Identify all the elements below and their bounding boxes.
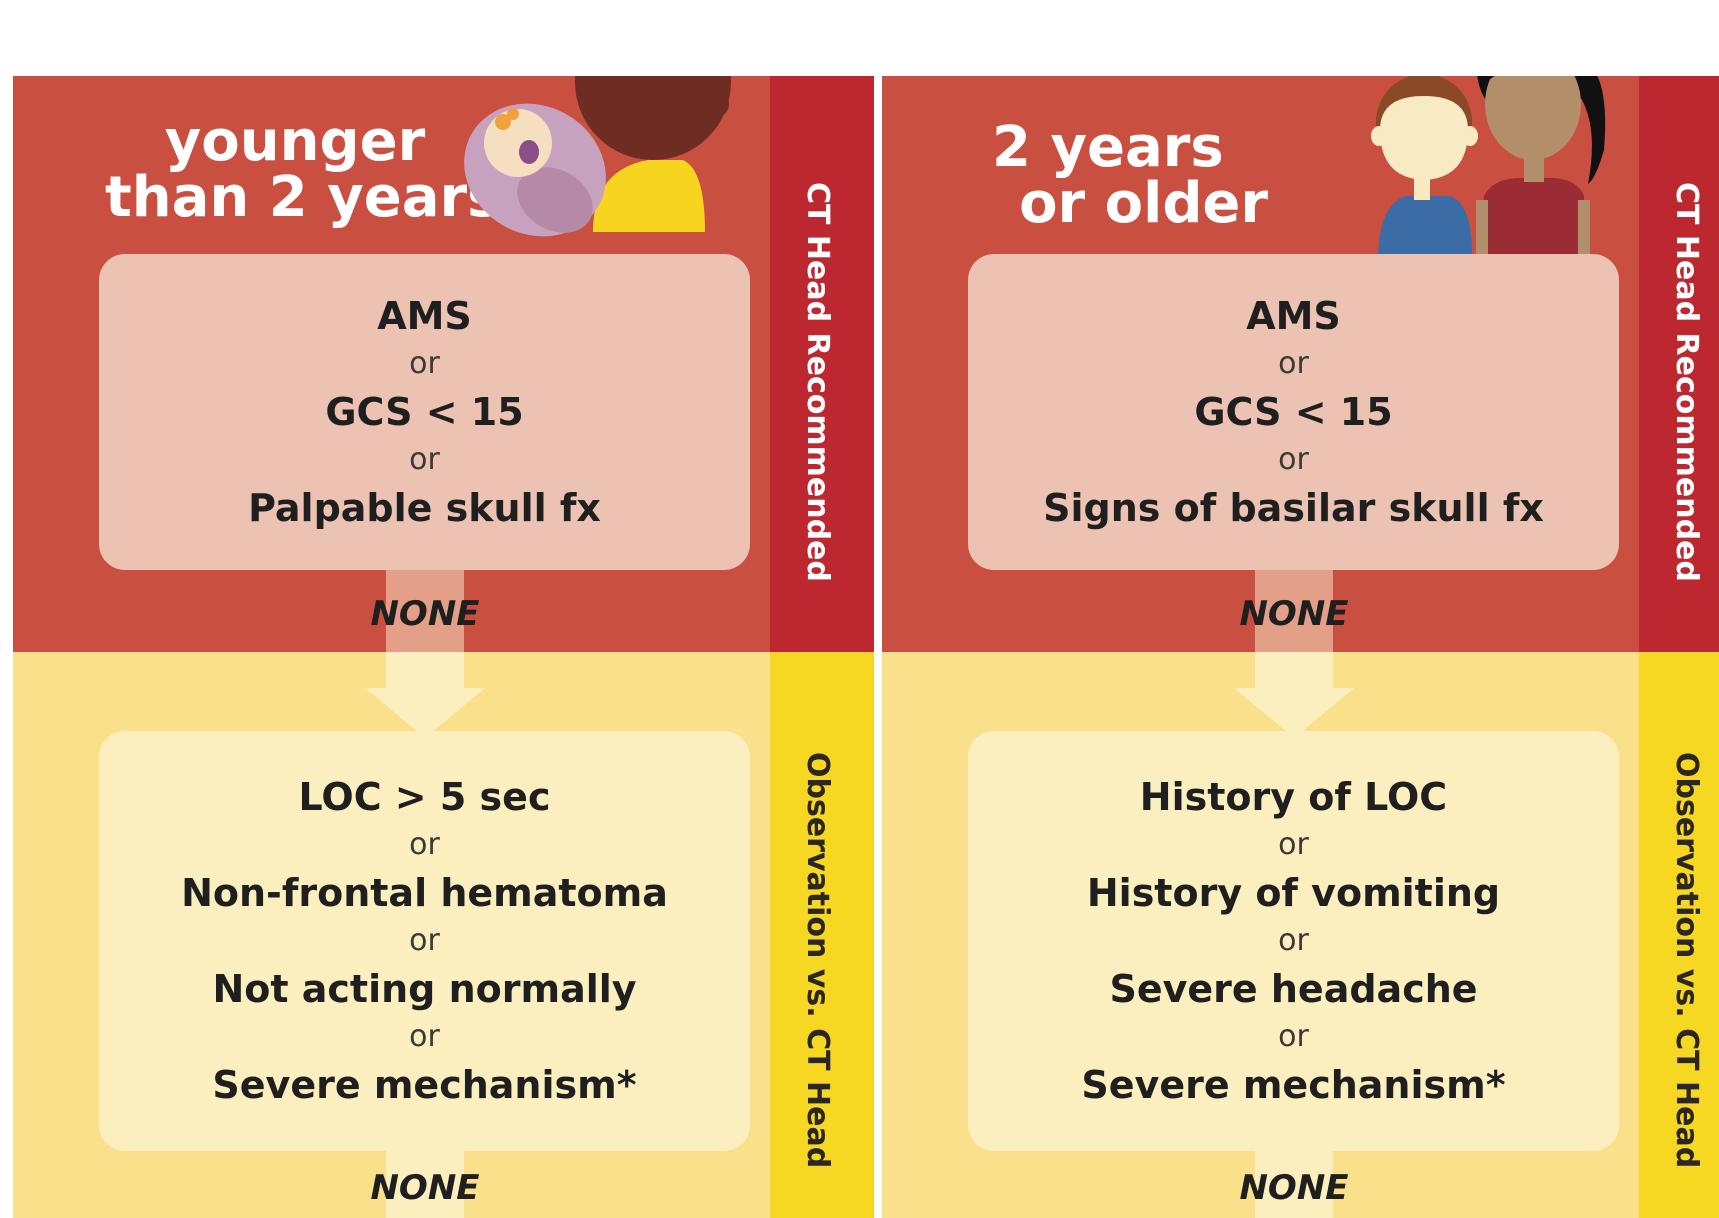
ct-recommended-label: CT Head Recommended xyxy=(1669,182,1704,582)
panel-title: 2 years or older xyxy=(982,120,1272,232)
arrow-shaft xyxy=(1255,570,1333,666)
criterion: Severe mechanism* xyxy=(1081,1063,1506,1107)
panel-title-line1: 2 years xyxy=(992,115,1224,180)
or-separator: or xyxy=(409,442,440,477)
observation-label: Observation vs. CT Head xyxy=(1669,752,1704,1169)
criterion: AMS xyxy=(1246,294,1341,338)
criterion: History of LOC xyxy=(1139,775,1448,819)
panel-title: younger than 2 years xyxy=(105,109,501,230)
ct-criteria-box: AMS or GCS < 15 or Signs of basilar skul… xyxy=(968,254,1619,570)
panel-under-2: CT Head Recommended Observation vs. CT H… xyxy=(13,76,889,1218)
or-separator: or xyxy=(1278,1019,1309,1054)
or-separator: or xyxy=(409,1019,440,1054)
ct-recommended-label: CT Head Recommended xyxy=(800,182,835,582)
ct-recommended-strip xyxy=(1639,76,1719,652)
panel-divider xyxy=(874,76,882,1218)
criterion: Signs of basilar skull fx xyxy=(1043,486,1544,530)
observation-criteria-box: History of LOC or History of vomiting or… xyxy=(968,731,1619,1151)
panel-title-line2: than 2 years xyxy=(105,165,501,230)
criterion: GCS < 15 xyxy=(1194,390,1393,434)
or-separator: or xyxy=(409,923,440,958)
adult-holding-infant-icon xyxy=(464,76,731,237)
observation-label: Observation vs. CT Head xyxy=(800,752,835,1169)
criterion: AMS xyxy=(377,294,472,338)
criterion: Not acting normally xyxy=(212,967,637,1011)
none-label: NONE xyxy=(370,1168,480,1208)
arrow-shaft xyxy=(386,652,464,690)
or-separator: or xyxy=(1278,827,1309,862)
criterion: History of vomiting xyxy=(1086,871,1501,915)
arrow-shaft xyxy=(1255,1151,1333,1218)
down-arrow-icon xyxy=(365,688,485,738)
criterion: Palpable skull fx xyxy=(248,486,601,530)
ct-criteria-box: AMS or GCS < 15 or Palpable skull fx xyxy=(99,254,750,570)
criterion: GCS < 15 xyxy=(325,390,524,434)
ct-recommended-strip xyxy=(770,76,889,652)
none-label: NONE xyxy=(1239,1168,1349,1208)
criterion: Severe headache xyxy=(1109,967,1478,1011)
observation-strip xyxy=(770,652,889,1218)
arrow-shaft xyxy=(386,570,464,666)
none-label: NONE xyxy=(1239,594,1349,634)
criterion: Non-frontal hematoma xyxy=(181,871,668,915)
arrow-shaft xyxy=(1255,652,1333,690)
panel-title-line2: or older xyxy=(1019,171,1268,236)
or-separator: or xyxy=(409,346,440,381)
or-separator: or xyxy=(1278,923,1309,958)
down-arrow-icon xyxy=(1234,688,1354,738)
panel-title-line1: younger xyxy=(164,109,426,174)
observation-criteria-box: LOC > 5 sec or Non-frontal hematoma or N… xyxy=(99,731,750,1151)
criterion: LOC > 5 sec xyxy=(298,775,551,819)
or-separator: or xyxy=(409,827,440,862)
or-separator: or xyxy=(1278,346,1309,381)
panel-2-and-older: CT Head Recommended Observation vs. CT H… xyxy=(882,76,1719,1218)
criterion: Severe mechanism* xyxy=(212,1063,637,1107)
arrow-shaft xyxy=(386,1151,464,1218)
observation-strip xyxy=(1639,652,1719,1218)
none-label: NONE xyxy=(370,594,480,634)
or-separator: or xyxy=(1278,442,1309,477)
two-children-icon xyxy=(1371,76,1606,254)
